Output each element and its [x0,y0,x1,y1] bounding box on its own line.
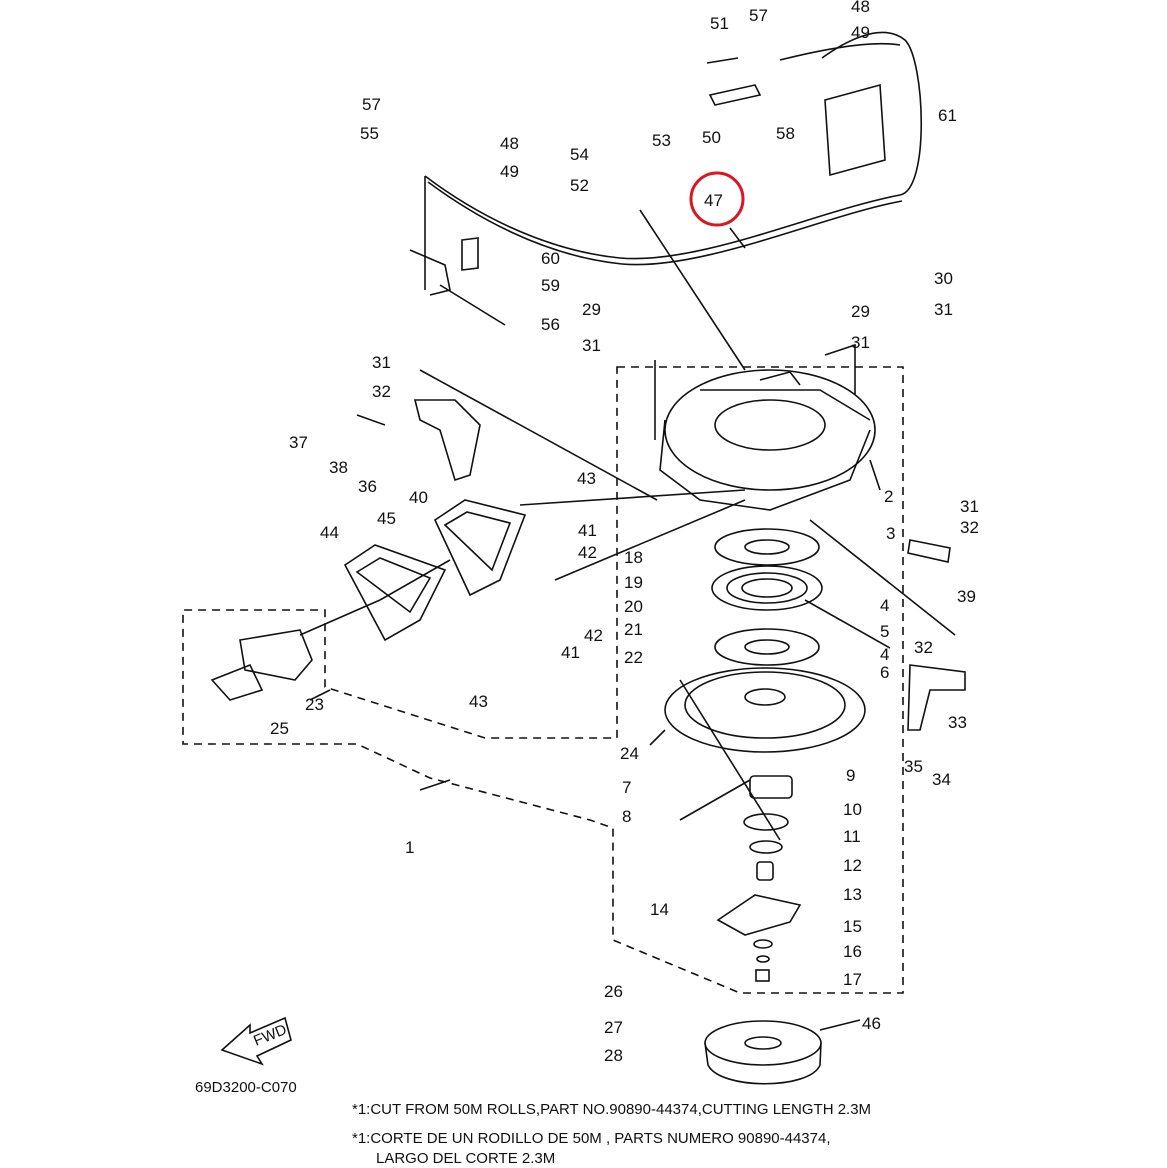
part-label: 35 [904,757,923,776]
part-label: 40 [409,488,428,507]
part-label: 32 [372,382,391,401]
part-label: 49 [500,162,519,181]
part-label: 34 [932,770,951,789]
part-label: 56 [541,315,560,334]
part-label: 19 [624,573,643,592]
part-label: 11 [843,827,861,846]
part-label: 47 [704,191,723,210]
part-label: 36 [358,477,377,496]
part-label: 2 [884,487,893,506]
part-label: 12 [843,856,862,875]
part-label: 43 [469,692,488,711]
part-label: 31 [582,336,601,355]
footnote-english: *1:CUT FROM 50M ROLLS,PART NO.90890-4437… [352,1101,872,1118]
part-label: 49 [851,23,870,42]
footnote-spanish-continued: LARGO DEL CORTE 2.3M [376,1150,556,1167]
part-label: 31 [851,333,870,352]
part-label: 1 [405,838,414,857]
part-label: 14 [650,900,669,919]
part-label: 55 [360,124,379,143]
part-label: 57 [749,6,768,25]
part-label: 15 [843,917,862,936]
part-label: 31 [960,497,979,516]
part-label: 26 [604,982,623,1001]
part-label: 8 [622,807,631,826]
part-label: 41 [578,521,597,540]
part-label: 17 [843,970,862,989]
part-label: 28 [604,1046,623,1065]
part-label: 10 [843,800,862,819]
part-label: 50 [702,128,721,147]
part-label: 4 [880,645,889,664]
part-label: 3 [886,524,895,543]
part-label: 57 [362,95,381,114]
part-label: 58 [776,124,795,143]
part-label: 16 [843,942,862,961]
part-label: 13 [843,885,862,904]
part-labels: 1 2 3 4 4 5 6 7 8 9 10 11 12 13 14 15 16… [270,0,979,1065]
part-label: 39 [957,587,976,606]
part-label: 20 [624,597,643,616]
highlight-circle [689,171,745,227]
diagram-linework [182,31,966,1085]
part-label: 37 [289,433,308,452]
part-label: 25 [270,719,289,738]
footnote-spanish: *1:CORTE DE UN RODILLO DE 50M , PARTS NU… [352,1130,831,1147]
part-label: 41 [561,643,580,662]
part-label: 27 [604,1018,623,1037]
part-label: 44 [320,523,339,542]
part-label: 31 [372,353,391,372]
part-label: 5 [880,622,889,641]
part-label: 61 [938,106,957,125]
part-label: 31 [934,300,953,319]
part-label: 7 [622,778,631,797]
part-label: 9 [846,766,855,785]
part-label: 46 [862,1014,881,1033]
part-label: 6 [880,663,889,682]
part-label: 30 [934,269,953,288]
part-label: 29 [851,302,870,321]
part-label: 22 [624,648,643,667]
part-label: 60 [541,249,560,268]
fwd-arrow-label: FWD [251,1021,289,1050]
part-label: 4 [880,596,889,615]
part-label: 48 [500,134,519,153]
part-label: 48 [851,0,870,16]
part-label: 18 [624,548,643,567]
part-label: 33 [948,713,967,732]
part-label: 45 [377,509,396,528]
part-label: 38 [329,458,348,477]
part-label: 29 [582,300,601,319]
part-label: 51 [710,14,729,33]
part-label: 23 [305,695,324,714]
part-label: 43 [577,469,596,488]
part-label: 42 [584,626,603,645]
part-label: 59 [541,276,560,295]
part-label: 21 [624,620,643,639]
part-label: 42 [578,543,597,562]
part-label: 32 [960,518,979,537]
fwd-arrow-icon: FWD [220,1016,292,1066]
part-label: 24 [620,744,639,763]
part-label: 53 [652,131,671,150]
part-label: 52 [570,176,589,195]
part-label: 32 [914,638,933,657]
part-label: 54 [570,145,589,164]
diagram-reference-code: 69D3200-C070 [195,1079,297,1096]
